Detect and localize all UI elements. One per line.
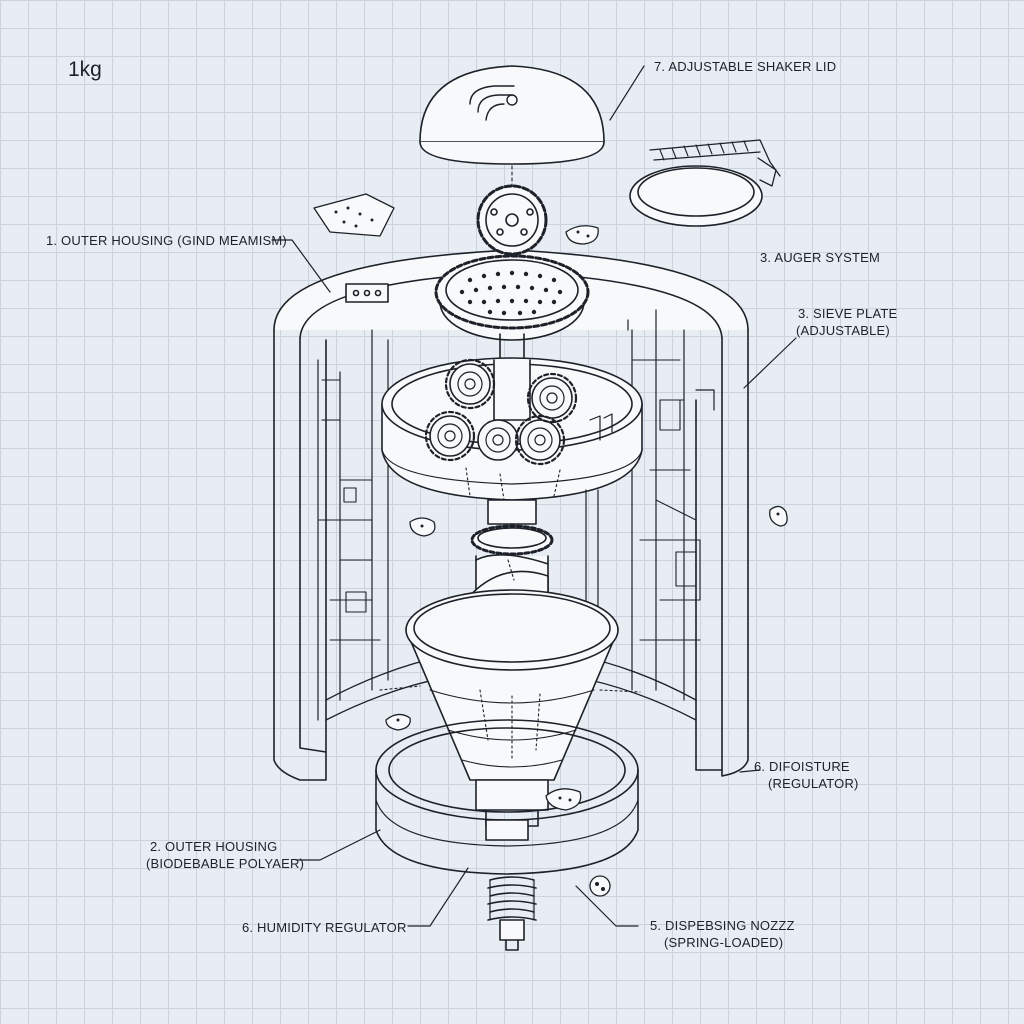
label-sieve-plate-sub: (ADJUSTABLE) bbox=[796, 323, 890, 338]
lower-dish bbox=[375, 719, 639, 875]
label-outer-housing-2: 2. OUTER HOUSING bbox=[150, 839, 278, 854]
label-outer-housing-1: 1. OUTER HOUSING (GIND MEAMISM) bbox=[46, 233, 287, 248]
label-outer-housing-2-sub: (BIODEBABLE POLYAER) bbox=[146, 856, 305, 871]
label-dispensing-nozzle: 5. DISPEBSING NOZZZ bbox=[650, 918, 795, 933]
sieve-plate bbox=[434, 254, 590, 361]
label-moisture: 6. DIFOISTURE bbox=[754, 759, 850, 774]
gear-bowl bbox=[381, 357, 643, 501]
grain-particles bbox=[313, 193, 788, 897]
lid-ring bbox=[629, 139, 781, 227]
weight-label: 1kg bbox=[68, 58, 102, 81]
spring-nozzle bbox=[487, 876, 537, 951]
label-sieve-plate: 3. SIEVE PLATE bbox=[798, 306, 898, 321]
leader-lines bbox=[271, 65, 797, 927]
label-moisture-sub: (REGULATOR) bbox=[768, 776, 859, 791]
label-shaker-lid: 7. ADJUSTABLE SHAKER LID bbox=[654, 59, 837, 74]
label-humidity-regulator: 6. HUMIDITY REGULATOR bbox=[242, 920, 407, 935]
top-gear bbox=[476, 165, 548, 256]
label-dispensing-nozzle-sub: (SPRING-LOADED) bbox=[664, 935, 784, 950]
funnel bbox=[405, 589, 619, 827]
label-auger-system: 3. AUGER SYSTEM bbox=[760, 250, 881, 265]
shaker-lid bbox=[419, 65, 605, 165]
